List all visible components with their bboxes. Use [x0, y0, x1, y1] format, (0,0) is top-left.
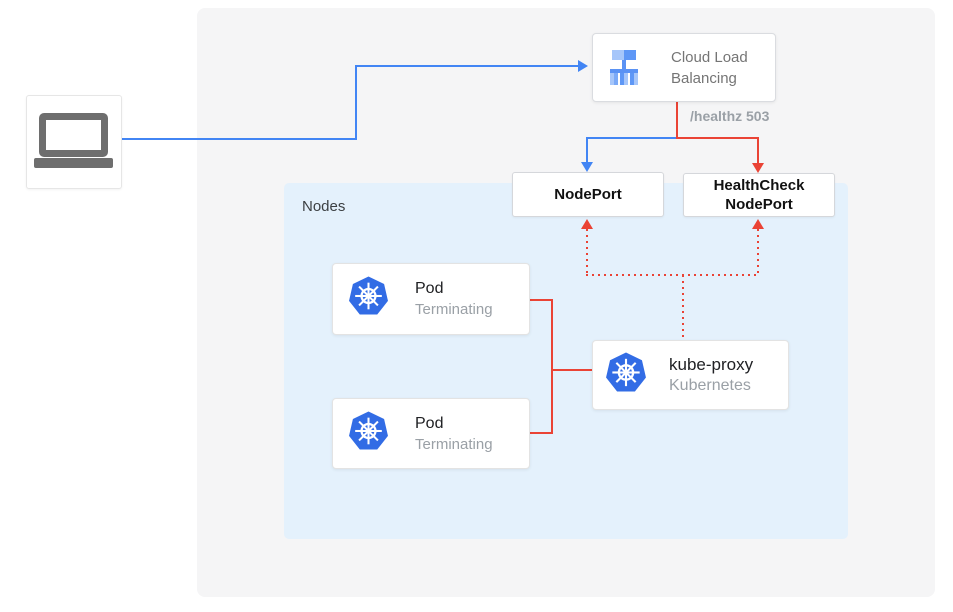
cloud-load-balancing-label: Cloud Load Balancing	[671, 48, 748, 87]
edge-to-healthcheck-segment-v	[757, 137, 759, 164]
kube-proxy-title: kube-proxy	[669, 355, 754, 374]
pod-title: Pod	[415, 280, 444, 297]
healthcheck-nodeport-label: HealthCheck NodePort	[713, 177, 805, 213]
pod-card: Pod Terminating	[332, 263, 530, 335]
client-laptop-card	[26, 95, 122, 189]
healthcheck-nodeport-card: HealthCheck NodePort	[683, 173, 835, 217]
kubernetes-icon	[348, 411, 389, 457]
edge-to-pod1-segment	[522, 299, 551, 301]
edge-clb-down-segment	[676, 100, 678, 139]
edge-laptop-to-clb-segment-h2	[355, 65, 578, 67]
edge-kubeproxy-up-dotted	[682, 275, 684, 340]
edge-to-healthcheck-segment-h	[676, 137, 759, 139]
healthz-503-label: /healthz 503	[690, 108, 770, 124]
pod-status: Terminating	[415, 301, 493, 318]
arrowhead-into-clb	[578, 60, 588, 72]
edge-laptop-to-clb-segment-h1	[120, 138, 357, 140]
pod-title: Pod	[415, 414, 444, 432]
arrowhead-up-into-nodeport	[581, 219, 593, 229]
edge-dotted-horizontal	[586, 274, 759, 276]
kubernetes-icon	[348, 276, 389, 322]
cloud-load-balancing-icon	[604, 49, 644, 86]
edge-to-nodeport-segment-h	[586, 137, 676, 139]
edge-laptop-to-clb-segment-v	[355, 65, 357, 140]
nodeport-label: NodePort	[554, 186, 622, 203]
edge-dotted-to-healthcheck	[757, 229, 759, 275]
kube-proxy-card: kube-proxy Kubernetes	[592, 340, 789, 410]
edge-to-pod2-segment	[522, 432, 551, 434]
edge-kubeproxy-pods-trunk	[551, 299, 553, 434]
cloud-load-balancing-card: Cloud Load Balancing	[592, 33, 776, 102]
kubernetes-icon	[605, 352, 647, 399]
pod-card: Pod Terminating	[332, 398, 530, 469]
pod-status: Terminating	[415, 435, 493, 453]
edge-kubeproxy-left-segment	[551, 369, 592, 371]
edge-to-nodeport-segment-v	[586, 137, 588, 163]
kube-proxy-subtitle: Kubernetes	[669, 377, 751, 394]
edge-dotted-to-nodeport	[586, 229, 588, 275]
nodeport-card: NodePort	[512, 172, 664, 217]
arrowhead-into-healthcheck-nodeport	[752, 163, 764, 173]
nodes-label: Nodes	[302, 198, 346, 215]
arrowhead-up-into-healthcheck	[752, 219, 764, 229]
arrowhead-into-nodeport	[581, 162, 593, 172]
